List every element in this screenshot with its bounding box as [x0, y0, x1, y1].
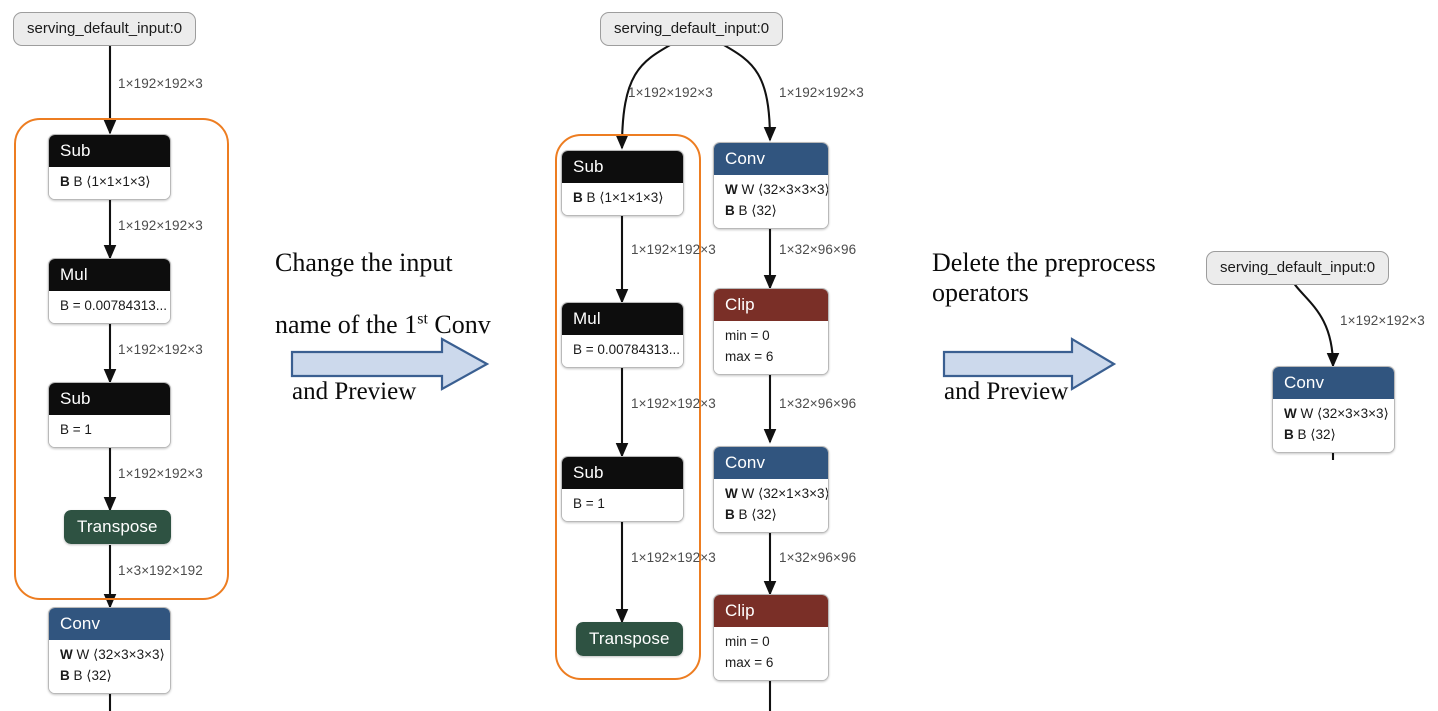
annotation-1-line2-post: Conv — [427, 309, 491, 339]
op-node-sub[interactable]: Sub B B ⟨1×1×1×3⟩ — [561, 150, 684, 216]
op-node-header: Sub — [49, 135, 170, 167]
op-attr: B = 0.00784313... — [60, 298, 167, 313]
op-node-conv[interactable]: Conv W W ⟨32×3×3×3⟩ B B ⟨32⟩ — [1272, 366, 1395, 453]
op-attr: max = 6 — [725, 654, 774, 670]
edge-label: 1×192×192×3 — [631, 242, 716, 257]
op-attr-value: W ⟨32×3×3×3⟩ — [1300, 406, 1389, 421]
op-attr: W W ⟨32×3×3×3⟩ — [725, 182, 829, 197]
op-node-header: Sub — [562, 457, 683, 489]
op-node-body: W W ⟨32×3×3×3⟩ B B ⟨32⟩ — [1273, 399, 1394, 452]
annotation-1-line3: and Preview — [292, 378, 417, 405]
edge-label: 1×192×192×3 — [779, 85, 864, 100]
op-node-body: B B ⟨1×1×1×3⟩ — [49, 167, 170, 199]
edge-label: 1×192×192×3 — [118, 218, 203, 233]
op-node-conv[interactable]: Conv W W ⟨32×3×3×3⟩ B B ⟨32⟩ — [48, 607, 171, 694]
op-node-header: Mul — [49, 259, 170, 291]
op-attr: B = 1 — [573, 496, 605, 511]
annotation-2-arrow-icon — [942, 337, 1117, 391]
op-node-conv-2[interactable]: Conv W W ⟨32×1×3×3⟩ B B ⟨32⟩ — [713, 446, 829, 533]
op-node-header: Conv — [49, 608, 170, 640]
op-node-sub[interactable]: Sub B B ⟨1×1×1×3⟩ — [48, 134, 171, 200]
op-node-clip[interactable]: Clip min = 0 max = 6 — [713, 288, 829, 375]
op-attr: B B ⟨1×1×1×3⟩ — [573, 190, 664, 205]
annotation-1-line2: name of the 1st Conv — [275, 277, 491, 340]
op-node-body: B = 1 — [562, 489, 683, 521]
input-node-left[interactable]: serving_default_input:0 — [13, 12, 197, 46]
op-attr: W W ⟨32×3×3×3⟩ — [60, 647, 165, 662]
op-attr-value: B ⟨1×1×1×3⟩ — [586, 190, 664, 205]
op-attr-value: W ⟨32×3×3×3⟩ — [741, 182, 829, 197]
op-attr: W W ⟨32×1×3×3⟩ — [725, 486, 829, 501]
annotation-2-line3: and Preview — [944, 378, 1069, 405]
op-node-header: Conv — [714, 447, 828, 479]
op-attr: B B ⟨32⟩ — [60, 667, 112, 683]
annotation-2-line2: operators — [932, 278, 1029, 307]
op-attr-value: B ⟨32⟩ — [73, 667, 112, 683]
op-node-mul[interactable]: Mul B = 0.00784313... — [48, 258, 171, 324]
op-node-header: Sub — [562, 151, 683, 183]
annotation-1-ordinal-suffix: st — [417, 310, 428, 328]
op-attr-value: B ⟨32⟩ — [1297, 426, 1336, 442]
op-attr-value: B ⟨32⟩ — [738, 506, 777, 522]
op-node-header: Clip — [714, 289, 828, 321]
op-node-header: Transpose — [64, 510, 171, 544]
op-node-sub-2[interactable]: Sub B = 1 — [48, 382, 171, 448]
op-node-mul[interactable]: Mul B = 0.00784313... — [561, 302, 684, 368]
annotation-1-line2-pre: name of the 1 — [275, 309, 418, 339]
selection-group-middle[interactable] — [555, 134, 701, 680]
op-node-header: Conv — [714, 143, 828, 175]
op-node-body: W W ⟨32×1×3×3⟩ B B ⟨32⟩ — [714, 479, 828, 532]
op-attr-value: B ⟨1×1×1×3⟩ — [73, 174, 151, 189]
op-attr: B B ⟨32⟩ — [725, 506, 777, 522]
edge-label: 1×32×96×96 — [779, 242, 857, 257]
edge-label: 1×192×192×3 — [631, 396, 716, 411]
edge-label: 1×192×192×3 — [118, 466, 203, 481]
edge-label: 1×192×192×3 — [118, 76, 203, 91]
edge-label: 1×192×192×3 — [628, 85, 713, 100]
annotation-2-line1: Delete the preprocess — [932, 248, 1156, 277]
op-attr: B B ⟨1×1×1×3⟩ — [60, 174, 151, 189]
edge-label: 1×192×192×3 — [631, 550, 716, 565]
op-attr-value: W ⟨32×3×3×3⟩ — [76, 647, 165, 662]
edge-label: 1×3×192×192 — [118, 563, 203, 578]
op-node-conv[interactable]: Conv W W ⟨32×3×3×3⟩ B B ⟨32⟩ — [713, 142, 829, 229]
edge-label: 1×32×96×96 — [779, 396, 857, 411]
input-node-middle[interactable]: serving_default_input:0 — [600, 12, 784, 46]
op-node-body: B = 0.00784313... — [562, 335, 683, 367]
edge-label: 1×192×192×3 — [1340, 313, 1425, 328]
op-attr: min = 0 — [725, 634, 770, 649]
op-node-body: B = 0.00784313... — [49, 291, 170, 323]
op-attr: B B ⟨32⟩ — [1284, 426, 1336, 442]
annotation-1-arrow-icon — [290, 337, 490, 391]
input-node-right[interactable]: serving_default_input:0 — [1206, 251, 1390, 285]
op-node-body: B B ⟨1×1×1×3⟩ — [562, 183, 683, 215]
op-attr-value: B ⟨32⟩ — [738, 202, 777, 218]
op-attr: B = 1 — [60, 422, 92, 437]
op-attr: min = 0 — [725, 328, 770, 343]
op-node-body: min = 0 max = 6 — [714, 627, 828, 680]
op-node-body: min = 0 max = 6 — [714, 321, 828, 374]
op-node-header: Sub — [49, 383, 170, 415]
op-attr: B = 0.00784313... — [573, 342, 680, 357]
op-node-transpose[interactable]: Transpose — [576, 622, 683, 656]
op-attr-value: W ⟨32×1×3×3⟩ — [741, 486, 829, 501]
op-node-header: Conv — [1273, 367, 1394, 399]
op-node-body: B = 1 — [49, 415, 170, 447]
op-node-body: W W ⟨32×3×3×3⟩ B B ⟨32⟩ — [49, 640, 170, 693]
op-node-sub-2[interactable]: Sub B = 1 — [561, 456, 684, 522]
edge-label: 1×32×96×96 — [779, 550, 857, 565]
op-node-body: W W ⟨32×3×3×3⟩ B B ⟨32⟩ — [714, 175, 828, 228]
op-attr: max = 6 — [725, 348, 774, 364]
op-node-clip-2[interactable]: Clip min = 0 max = 6 — [713, 594, 829, 681]
op-node-header: Transpose — [576, 622, 683, 656]
op-attr: B B ⟨32⟩ — [725, 202, 777, 218]
annotation-1-line1: Change the input — [275, 248, 453, 277]
selection-group-left[interactable] — [14, 118, 229, 600]
op-node-header: Mul — [562, 303, 683, 335]
op-node-transpose[interactable]: Transpose — [64, 510, 171, 544]
edge-label: 1×192×192×3 — [118, 342, 203, 357]
op-node-header: Clip — [714, 595, 828, 627]
op-attr: W W ⟨32×3×3×3⟩ — [1284, 406, 1389, 421]
